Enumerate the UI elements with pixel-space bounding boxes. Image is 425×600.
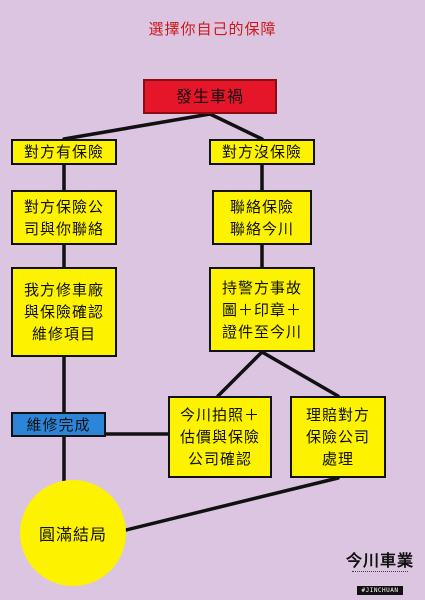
no-insurance-node: 對方沒保險 [209, 139, 315, 165]
logo-divider [352, 571, 408, 575]
connector-police-to-photo [216, 350, 264, 398]
insurer-contacts-label: 對方保險公 司與你聯絡 [23, 197, 104, 238]
claim-handling-label: 理賠對方 保險公司 處理 [305, 406, 370, 468]
repair-done-node: 維修完成 [11, 412, 106, 437]
diagram-title: 選擇你自己的保障 [148, 20, 277, 38]
connector-claim-to-end [124, 476, 340, 532]
logo-wordmark: 今川車業 [345, 551, 414, 570]
police-docs-node: 持警方事故 圖＋印章＋ 證件至今川 [209, 267, 315, 352]
repair-confirm-label: 我方修車廠 與保險確認 維修項目 [23, 281, 104, 343]
contact-jinchuan-node: 聯絡保險 聯絡今川 [212, 190, 312, 245]
end-node: 圓滿結局 [20, 480, 126, 586]
has-insurance-node: 對方有保險 [11, 139, 117, 165]
start-node-label: 發生車禍 [175, 86, 244, 106]
jinchuan-logo: 今川車業 #JINCHUAN [344, 552, 416, 596]
photo-estimate-node: 今川拍照＋ 估價與保險 公司確認 [168, 396, 272, 478]
photo-estimate-label: 今川拍照＋ 估價與保險 公司確認 [179, 406, 260, 468]
end-node-label: 圓滿結局 [38, 525, 107, 544]
contact-jinchuan-label: 聯絡保險 聯絡今川 [229, 197, 294, 238]
has-insurance-label: 對方有保險 [23, 143, 104, 161]
insurer-contacts-node: 對方保險公 司與你聯絡 [11, 190, 117, 245]
repair-confirm-node: 我方修車廠 與保險確認 維修項目 [11, 267, 117, 357]
start-node: 發生車禍 [143, 79, 277, 114]
logo-hashtag: #JINCHUAN [357, 586, 403, 595]
connector-police-to-claim [260, 350, 340, 398]
repair-done-label: 維修完成 [26, 415, 91, 434]
claim-handling-node: 理賠對方 保險公司 處理 [290, 396, 386, 478]
connector-start-to-no [208, 112, 264, 141]
police-docs-label: 持警方事故 圖＋印章＋ 證件至今川 [221, 278, 302, 341]
no-insurance-label: 對方沒保險 [221, 143, 302, 161]
connector-start-to-has [62, 112, 212, 141]
